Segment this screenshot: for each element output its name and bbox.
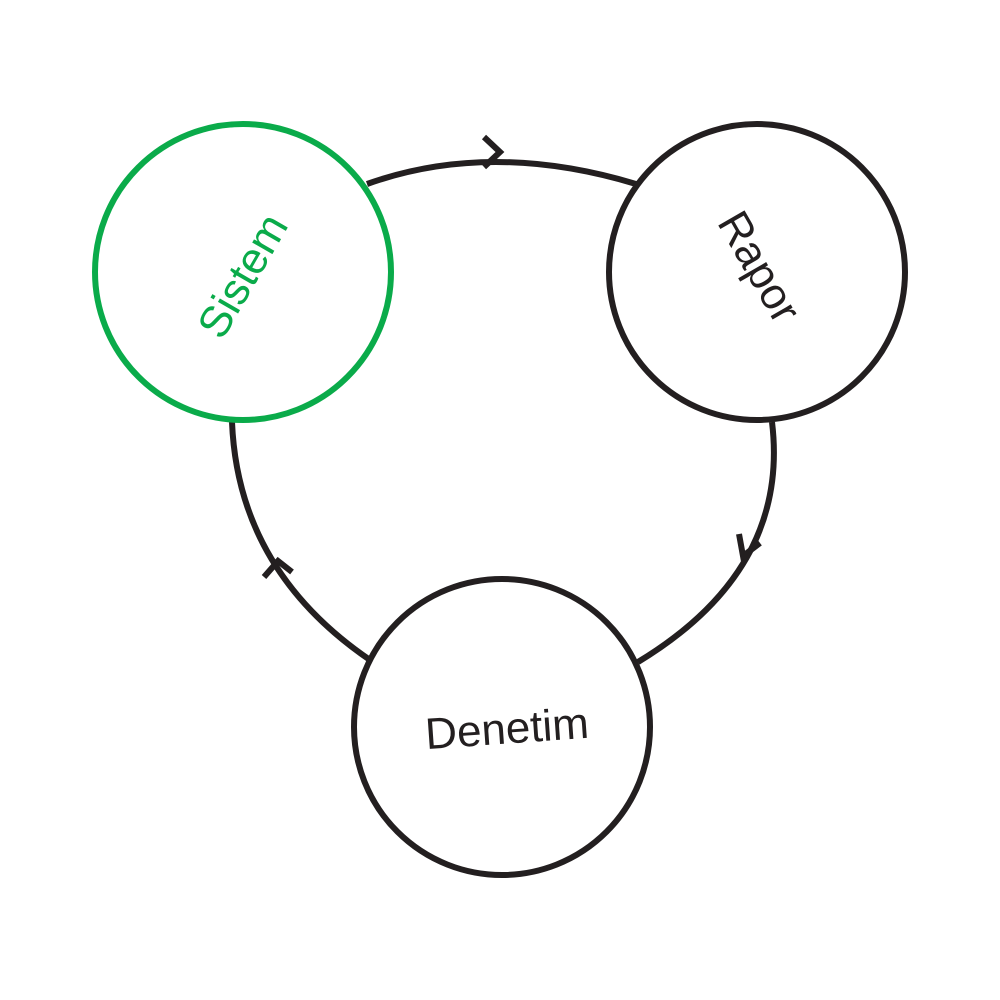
connector-denetim-sistem: [229, 421, 372, 663]
connector-sistem-rapor: [365, 159, 637, 187]
connector-rapor-denetim: [636, 421, 777, 665]
node-rapor-circle: [606, 121, 908, 423]
arrow-rapor-denetim-icon: [736, 533, 762, 562]
node-denetim[interactable]: Denetim: [351, 576, 653, 878]
node-sistem-circle: [92, 121, 394, 423]
arrow-denetim-sistem-icon: [261, 556, 294, 579]
node-rapor[interactable]: Rapor: [606, 121, 908, 423]
node-denetim-circle: [351, 576, 653, 878]
node-denetim-label: Denetim: [424, 699, 591, 759]
arrow-sistem-rapor-icon: [481, 134, 505, 170]
node-sistem[interactable]: Sistem: [92, 121, 394, 423]
